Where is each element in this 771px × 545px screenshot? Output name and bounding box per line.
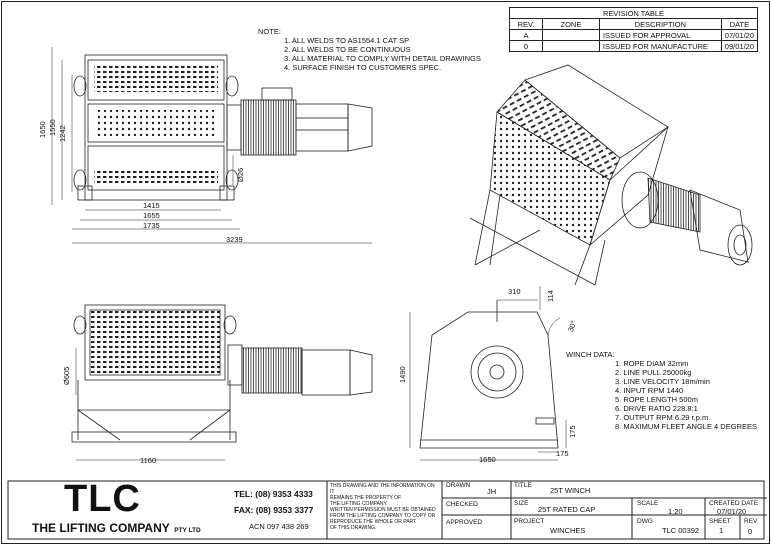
size-value: 25T RATED CAP: [538, 505, 596, 514]
winch-data-heading: WINCH DATA:: [566, 350, 615, 359]
notes-heading: NOTE:: [258, 27, 281, 36]
revision-cell-zone: [541, 40, 600, 52]
disclaimer-line: REMAINS THE PROPERTY OF: [330, 495, 402, 501]
dim-dia26: Ø26: [236, 167, 245, 182]
table-row: A ISSUED FOR APPROVAL 07/01/20: [509, 29, 759, 41]
title-value: 25T WINCH: [550, 486, 591, 495]
created-date-label: CREATED DATE: [709, 500, 759, 507]
notes-list: 1. ALL WELDS TO AS1554.1 CAT SP 2. ALL W…: [284, 36, 481, 72]
drawn-value: JH: [487, 487, 497, 496]
dwg-value: TLC 00392: [662, 526, 700, 535]
title-label: TITLE: [514, 482, 532, 489]
revision-cell-rev: A: [509, 29, 543, 41]
revision-header-rev: REV.: [509, 18, 543, 30]
dim-310-width: 310: [508, 287, 521, 296]
company-suffix: PTY LTD: [174, 527, 201, 534]
front-view: [51, 47, 373, 244]
revision-header-date: DATE: [720, 18, 759, 30]
revision-cell-description: ISSUED FOR APPROVAL: [598, 29, 722, 41]
winch-data-item: 3. LINE VELOCITY 18m/min: [615, 377, 710, 386]
dim-1242-height: 1242: [58, 125, 67, 142]
company-tel: TEL: (08) 9353 4333: [234, 489, 313, 499]
dim-175-height: 175: [568, 425, 577, 438]
scale-value: 1:20: [668, 507, 683, 516]
dwg-label: DWG: [637, 518, 653, 525]
dim-114-height: 114: [546, 290, 555, 302]
project-value: WINCHES: [550, 526, 586, 535]
rev-label: REV: [744, 518, 758, 525]
winch-data-item: 2. LINE PULL 25000kg: [615, 368, 692, 377]
disclaimer-line: OF THIS DRAWING.: [330, 525, 377, 531]
dim-1415-width: 1415: [143, 201, 160, 210]
project-label: PROJECT: [514, 518, 545, 525]
revision-header-zone: ZONE: [541, 18, 600, 30]
revision-table-title: REVISION TABLE: [509, 7, 758, 19]
winch-data-item: 6. DRIVE RATIO 228.8:1: [615, 404, 698, 413]
company-acn: ACN 097 438 269: [249, 522, 309, 531]
disclaimer-line: THIS DRAWING AND THE INFORMATION ON IT: [330, 483, 435, 495]
note-item: 4. SURFACE FINISH TO CUSTOMERS SPEC.: [284, 63, 442, 72]
note-item: 1. ALL WELDS TO AS1554.1 CAT SP: [284, 36, 410, 45]
side-view: [409, 286, 567, 461]
dim-3239-width: 3239: [226, 235, 243, 244]
disclaimer-line: FROM THE LIFTING COMPANY TO COPY OR: [330, 513, 436, 519]
size-label: SIZE: [514, 500, 529, 507]
created-date-value: 07/01/20: [717, 507, 747, 516]
dim-dia605: Ø605: [62, 366, 71, 385]
winch-data-list: 1. ROPE DIAM 32mm 2. LINE PULL 25000kg 3…: [615, 359, 757, 431]
title-block-frame: [7, 480, 767, 540]
sheet-value: 1: [719, 526, 724, 535]
plan-view: [71, 304, 373, 461]
dim-1655-width: 1655: [143, 211, 160, 220]
approved-label: APPROVED: [446, 519, 483, 526]
revision-cell-rev: 0: [509, 40, 543, 52]
winch-data-item: 4. INPUT RPM 1440: [615, 386, 684, 395]
company-fax: FAX: (08) 9353 3377: [234, 505, 314, 515]
checked-label: CHECKED: [446, 501, 478, 508]
revision-table: REVISION TABLE REV. ZONE DESCRIPTION DAT…: [509, 7, 759, 52]
revision-cell-description: ISSUED FOR MANUFACTURE: [598, 40, 722, 52]
company-logo: TLC: [64, 478, 141, 520]
sheet-label: SHEET: [709, 518, 731, 525]
winch-data-item: 7. OUTPUT RPM 6.29 r.p.m.: [615, 413, 711, 422]
company-name: THE LIFTING COMPANY PTY LTD: [32, 519, 201, 537]
dim-175-width: 175: [556, 449, 569, 458]
winch-data-item: 8. MAXIMUM FLEET ANGLE 4 DEGREES: [615, 422, 757, 431]
winch-data-item: 5. ROPE LENGTH 500m: [615, 395, 698, 404]
disclaimer-line: REPRODUCE THE WHOLE OR PART: [330, 519, 417, 525]
disclaimer-line: WRITTEN PERMISSION MUST BE OBTAINED: [330, 507, 436, 513]
dim-1650-height: 1650: [38, 121, 47, 138]
rev-value: 0: [748, 527, 753, 536]
dim-1650-width: 1650: [479, 455, 496, 464]
disclaimer-line: THE LIFTING COMPANY.: [330, 501, 388, 507]
revision-header-description: DESCRIPTION: [598, 18, 722, 30]
revision-cell-zone: [541, 29, 600, 41]
revision-cell-date: 07/01/20: [720, 29, 759, 41]
winch-data-item: 1. ROPE DIAM 32mm: [615, 359, 689, 368]
dim-1160-width: 1160: [140, 456, 157, 465]
note-item: 3. ALL MATERIAL TO COMPLY WITH DETAIL DR…: [284, 54, 481, 63]
isometric-view: [469, 64, 753, 286]
drawn-label: DRAWN: [446, 482, 471, 489]
scale-label: SCALE: [637, 500, 659, 507]
note-item: 2. ALL WELDS TO BE CONTINUOUS: [284, 45, 411, 54]
drawing-disclaimer: THIS DRAWING AND THE INFORMATION ON IT R…: [330, 483, 440, 531]
dim-1490-height: 1490: [398, 366, 407, 383]
dim-1550-height: 1550: [48, 119, 57, 136]
revision-cell-date: 09/01/20: [720, 40, 759, 52]
dim-1735-width: 1735: [143, 221, 160, 230]
table-row: 0 ISSUED FOR MANUFACTURE 09/01/20: [509, 40, 759, 52]
company-name-text: THE LIFTING COMPANY: [32, 521, 170, 535]
